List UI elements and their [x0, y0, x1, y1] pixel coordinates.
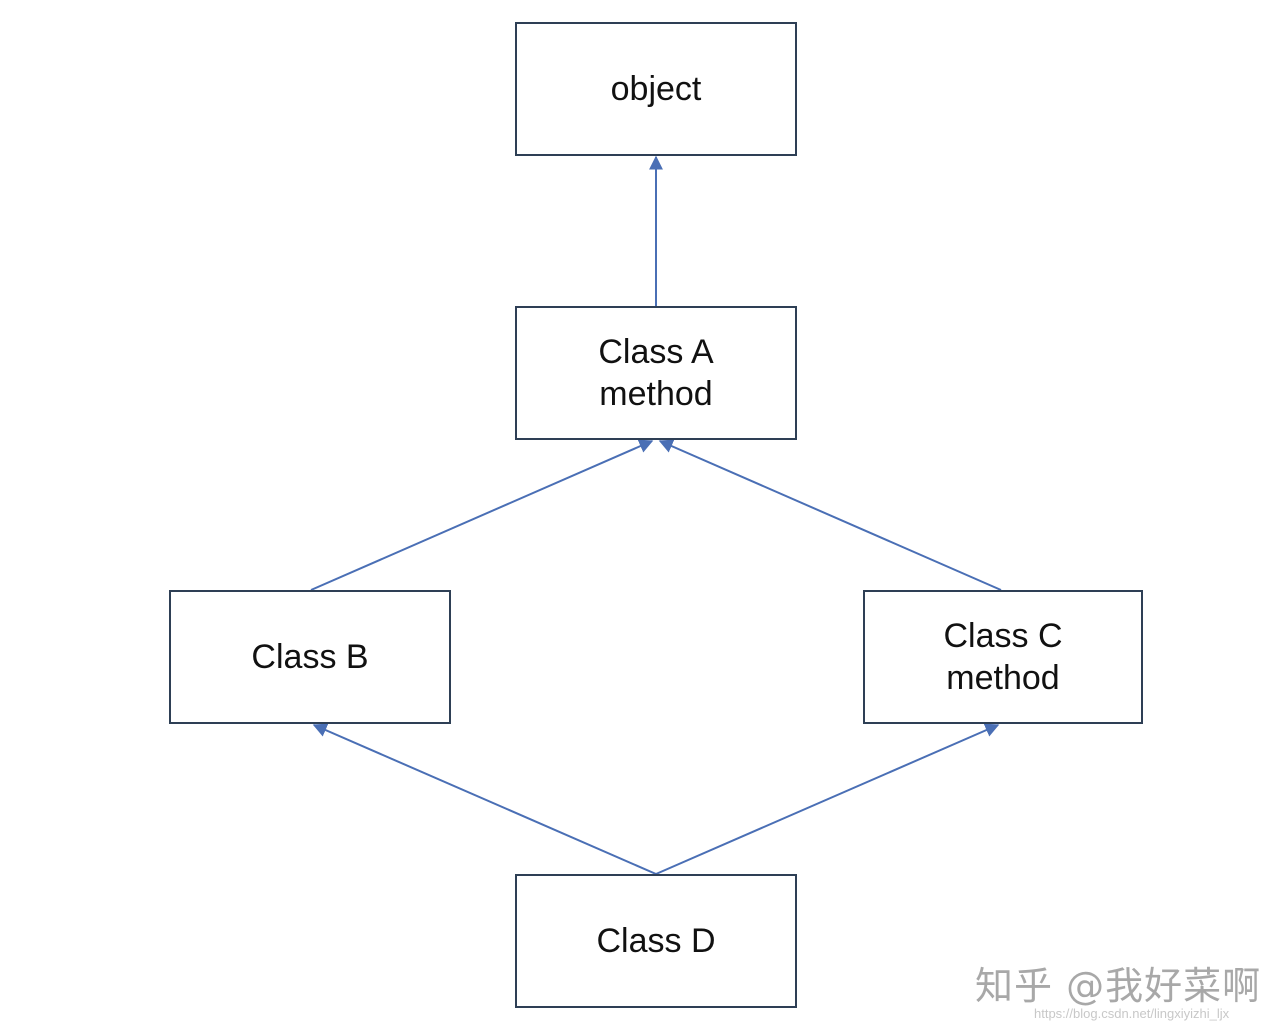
- node-class-b-name: Class B: [251, 638, 369, 676]
- node-class-c-name: Class C: [943, 617, 1063, 655]
- watermark-url: https://blog.csdn.net/lingxiyizhi_ljx: [1034, 1006, 1230, 1021]
- node-class-d: Class D: [515, 874, 797, 1008]
- node-object-label: object: [610, 70, 702, 108]
- node-object: object: [515, 22, 797, 156]
- watermark-text: 知乎 @我好菜啊: [975, 964, 1262, 1008]
- edge-d-to-c: [655, 723, 1000, 875]
- node-class-c: Class C method: [863, 590, 1143, 724]
- node-class-a: Class A method: [515, 306, 797, 440]
- node-class-b: Class B: [169, 590, 451, 724]
- node-class-a-name: Class A: [598, 333, 714, 371]
- edge-d-to-b: [312, 723, 657, 875]
- edge-b-to-a: [310, 439, 654, 591]
- node-class-a-method: method: [599, 375, 713, 413]
- node-class-d-name: Class D: [596, 922, 716, 960]
- edge-c-to-a: [658, 439, 1002, 591]
- node-class-c-method: method: [946, 659, 1060, 697]
